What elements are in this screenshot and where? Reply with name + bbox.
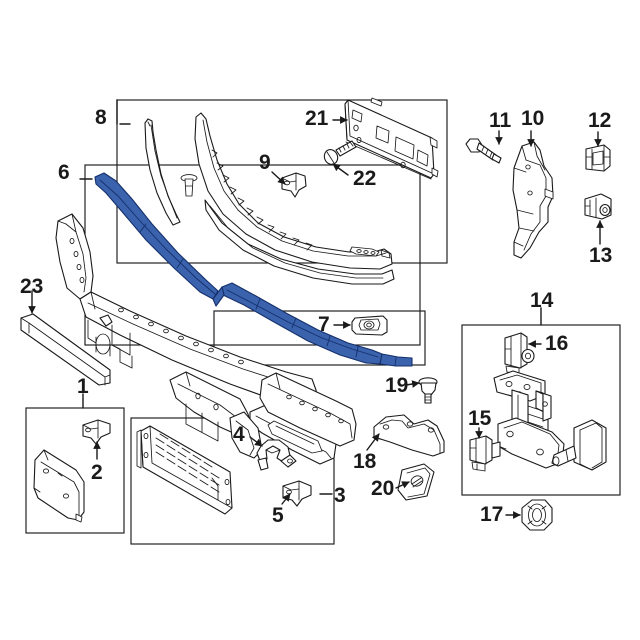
callout-label-11[interactable]: 11: [489, 109, 512, 132]
part-wedge-spacer-20: [397, 463, 435, 501]
part-main-bumper-assembly: [55, 213, 357, 465]
callout-label-15[interactable]: 15: [468, 407, 492, 430]
part-license-plate-screw-22: [323, 140, 357, 165]
callout-label-9[interactable]: 9: [259, 151, 271, 174]
part-push-pin-rivet-19: [418, 377, 438, 404]
callout-label-6[interactable]: 6: [58, 161, 70, 184]
callout-label-21[interactable]: 21: [305, 107, 329, 130]
push-pin-in-cover-box: [180, 174, 198, 197]
callout-label-14[interactable]: 14: [530, 289, 554, 312]
part-bumper-mounting-bracket-14: [493, 370, 565, 469]
group-box-valance-panel: [25, 407, 125, 534]
part-lower-grille-3: [136, 425, 233, 515]
callout-label-16[interactable]: 16: [545, 332, 569, 355]
callout-label-1[interactable]: 1: [77, 375, 89, 398]
callout-label-3[interactable]: 3: [334, 484, 346, 507]
callout-label-5[interactable]: 5: [272, 504, 284, 527]
part-mounting-clip-15: [469, 435, 501, 472]
callout-label-17[interactable]: 17: [480, 503, 504, 526]
part-bracket-clip-2: [82, 419, 111, 445]
part-bumper-side-bracket-10: [512, 141, 554, 259]
part-valance-panel-1: [33, 449, 85, 523]
callout-label-22[interactable]: 22: [353, 167, 377, 190]
callout-label-8[interactable]: 8: [95, 106, 107, 129]
part-spoiler-retainer-clip-7: [351, 315, 388, 336]
part-upper-bumper-cover: [144, 112, 395, 285]
part-tow-hook-loop-4: [256, 439, 297, 471]
part-retainer-clip-13: [584, 193, 612, 220]
callout-label-19[interactable]: 19: [385, 374, 409, 397]
part-stud-retainer-16: [504, 332, 535, 375]
callout-label-12[interactable]: 12: [588, 109, 612, 132]
part-reinforcement-bar-23: [20, 313, 111, 386]
group-box-retainer-clip: [213, 310, 426, 366]
callout-label-13[interactable]: 13: [589, 244, 613, 267]
callout-label-18[interactable]: 18: [353, 450, 377, 473]
callout-label-2[interactable]: 2: [91, 461, 103, 484]
callout-label-7[interactable]: 7: [318, 313, 330, 336]
part-cover-bracket-9: [281, 172, 307, 198]
callout-label-20[interactable]: 20: [371, 477, 395, 500]
part-hex-flange-bolt-11: [465, 138, 502, 164]
part-flange-nut-17: [521, 499, 553, 531]
callout-label-10[interactable]: 10: [521, 107, 545, 130]
part-front-spoiler-highlighted-6: [94, 172, 413, 367]
callout-label-23[interactable]: 23: [20, 275, 44, 298]
part-retainer-clip-12: [585, 144, 611, 172]
part-license-plate-bracket-21: [344, 97, 439, 180]
callout-label-4[interactable]: 4: [233, 423, 245, 446]
part-skid-plate-bracket-18: [373, 414, 445, 457]
part-stud-plate-in-box-14: [551, 419, 607, 471]
leader-lines: [28, 99, 604, 519]
part-grille-bracket-5: [282, 480, 312, 507]
